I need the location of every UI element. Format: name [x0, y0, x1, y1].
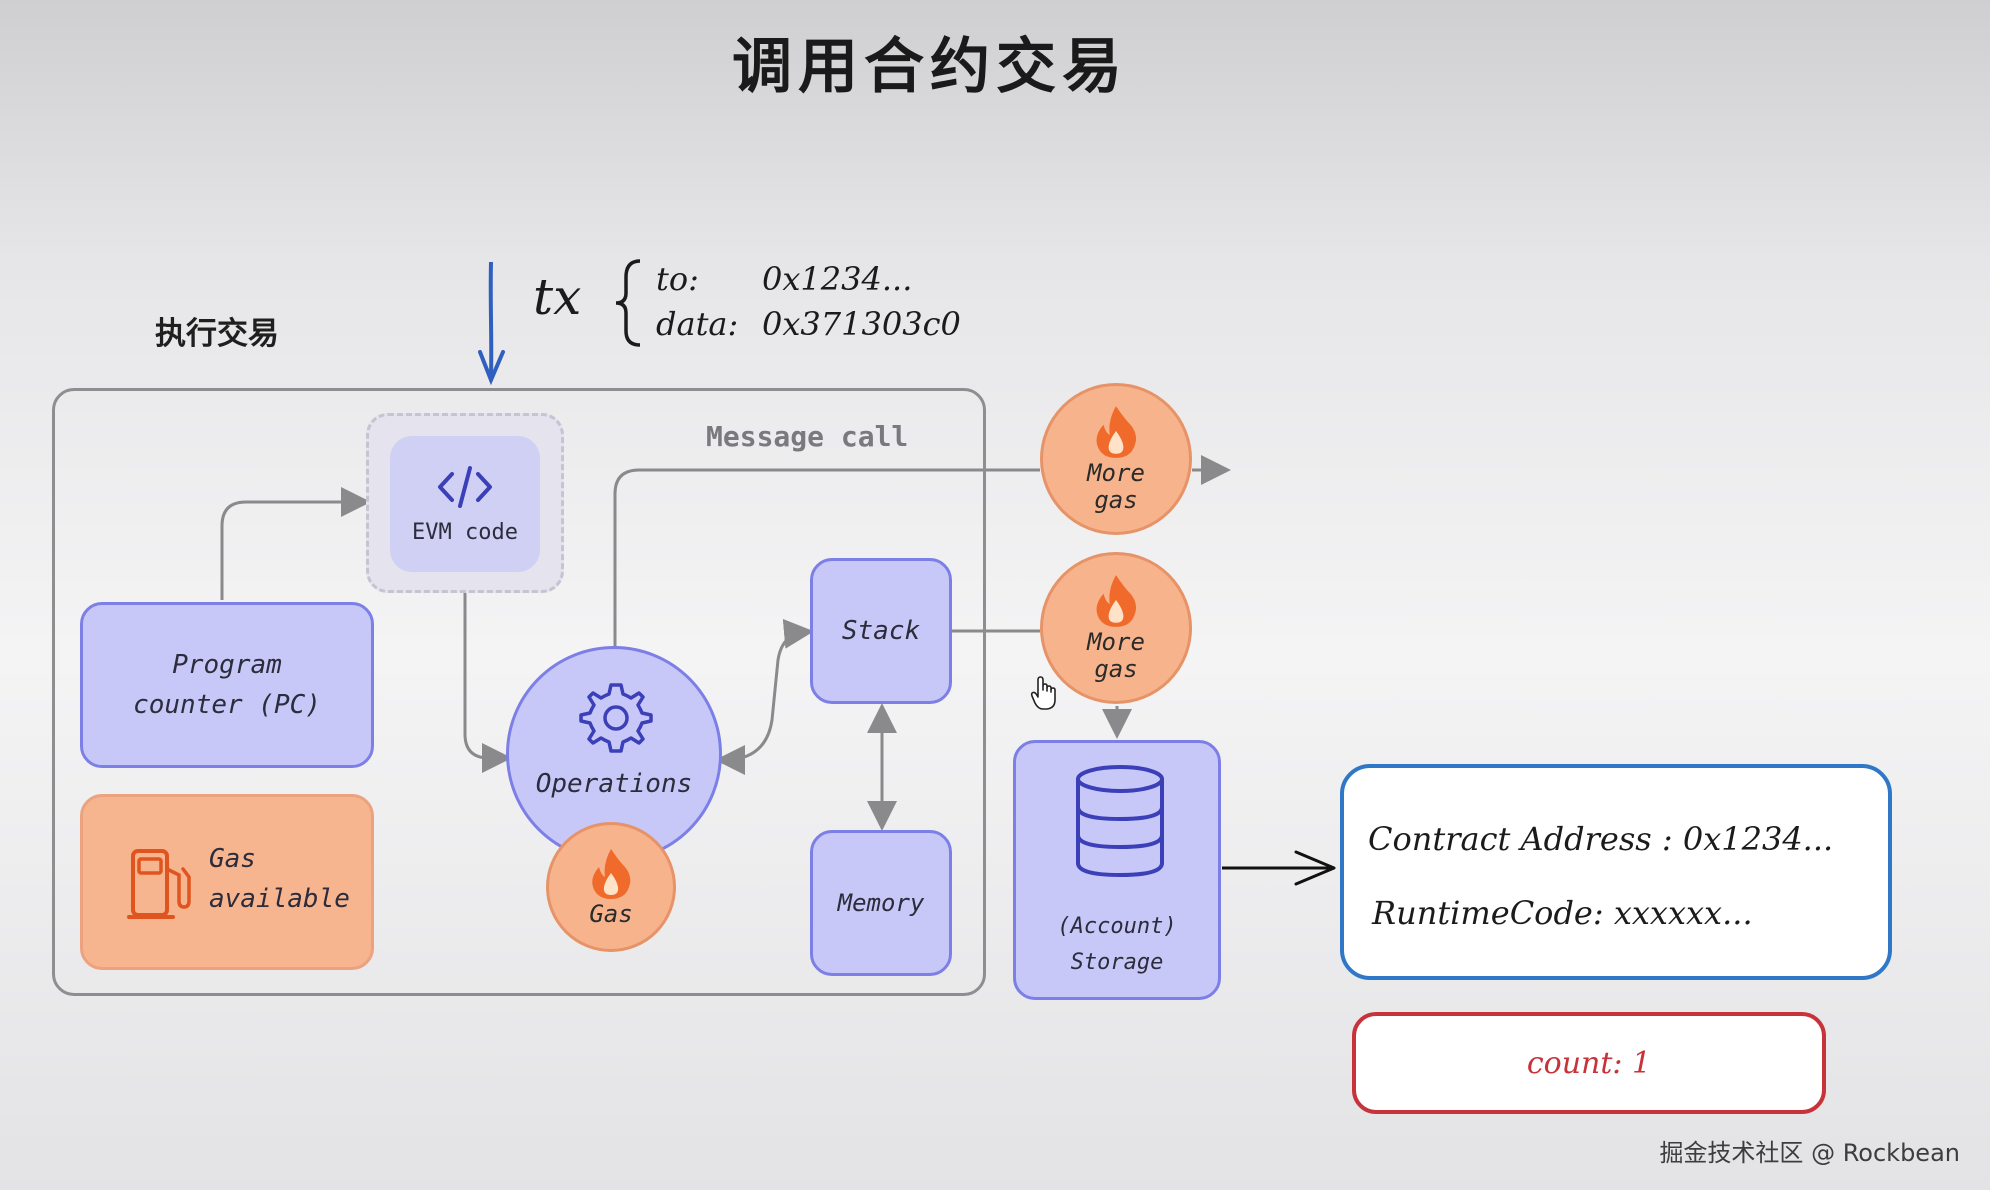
- program-counter-label-line2: counter (PC): [133, 690, 321, 720]
- evm-to-ops-arrow: [463, 592, 512, 773]
- contract-panel: Contract Address : 0x1234... RuntimeCode…: [1340, 764, 1892, 980]
- hand-cursor-icon: [1030, 676, 1056, 710]
- storage-node: (Account) Storage: [1013, 740, 1221, 1000]
- gas-available-label-line1: Gas: [209, 844, 256, 874]
- message-call-line: [613, 468, 1040, 646]
- more-gas-bottom-line1: More: [1087, 628, 1145, 656]
- operations-label: Operations: [535, 769, 693, 799]
- gas-pump-icon: [127, 849, 191, 919]
- gas-node: Gas: [546, 822, 676, 952]
- program-counter-label-line1: Program: [172, 650, 282, 680]
- more-gas-bottom-line2: gas: [1094, 655, 1138, 683]
- contract-address-label: Contract Address : 0x1234...: [1368, 820, 1834, 858]
- page-title: 调用合约交易: [732, 32, 1128, 102]
- tx-to-key: to:: [656, 260, 699, 298]
- evm-code-label: EVM code: [412, 519, 518, 545]
- execution-container: [52, 388, 986, 996]
- gas-label: Gas: [589, 899, 633, 928]
- message-call-label: Message call: [706, 420, 909, 453]
- tx-label: tx: [533, 268, 582, 326]
- gas-available-label-line2: available: [209, 884, 350, 914]
- tx-data-key: data:: [656, 305, 739, 343]
- memory-node: Memory: [810, 830, 952, 976]
- more-gas-top-node: More gas: [1040, 383, 1192, 535]
- storage-label-line2: Storage: [1070, 950, 1164, 975]
- tx-arrow: [488, 261, 494, 377]
- tx-brace: [615, 259, 641, 347]
- execution-label: 执行交易: [155, 316, 279, 352]
- more-gas-bottom-node: More gas: [1040, 552, 1192, 704]
- tx-to-value: 0x1234...: [762, 260, 913, 298]
- fire-icon: [1096, 406, 1137, 458]
- runtime-code-label: RuntimeCode: xxxxxx...: [1372, 894, 1753, 932]
- evm-code-node: EVM code: [390, 436, 540, 572]
- program-counter-node: Program counter (PC): [80, 602, 374, 768]
- stack-node: Stack: [810, 558, 952, 704]
- watermark-text: 掘金技术社区 @ Rockbean: [1659, 1139, 1960, 1167]
- code-icon: [438, 465, 492, 508]
- pc-to-evm-arrow: [220, 487, 371, 600]
- gear-icon: [579, 683, 653, 753]
- stack-label: Stack: [841, 616, 921, 646]
- ops-stack-arrow: [715, 618, 814, 775]
- tx-data-value: 0x371303c0: [762, 305, 961, 343]
- fire-icon: [1096, 575, 1137, 627]
- gas-available-node: Gas available: [80, 794, 374, 970]
- storage-label-line1: (Account): [1057, 914, 1177, 939]
- count-label: count: 1: [1526, 1046, 1652, 1081]
- more-gas-top-line1: More: [1087, 459, 1145, 487]
- memory-label: Memory: [837, 889, 925, 917]
- count-panel: count: 1: [1352, 1012, 1826, 1114]
- more-gas-top-line2: gas: [1094, 486, 1138, 514]
- fire-icon: [592, 848, 631, 899]
- database-icon: [1076, 765, 1164, 878]
